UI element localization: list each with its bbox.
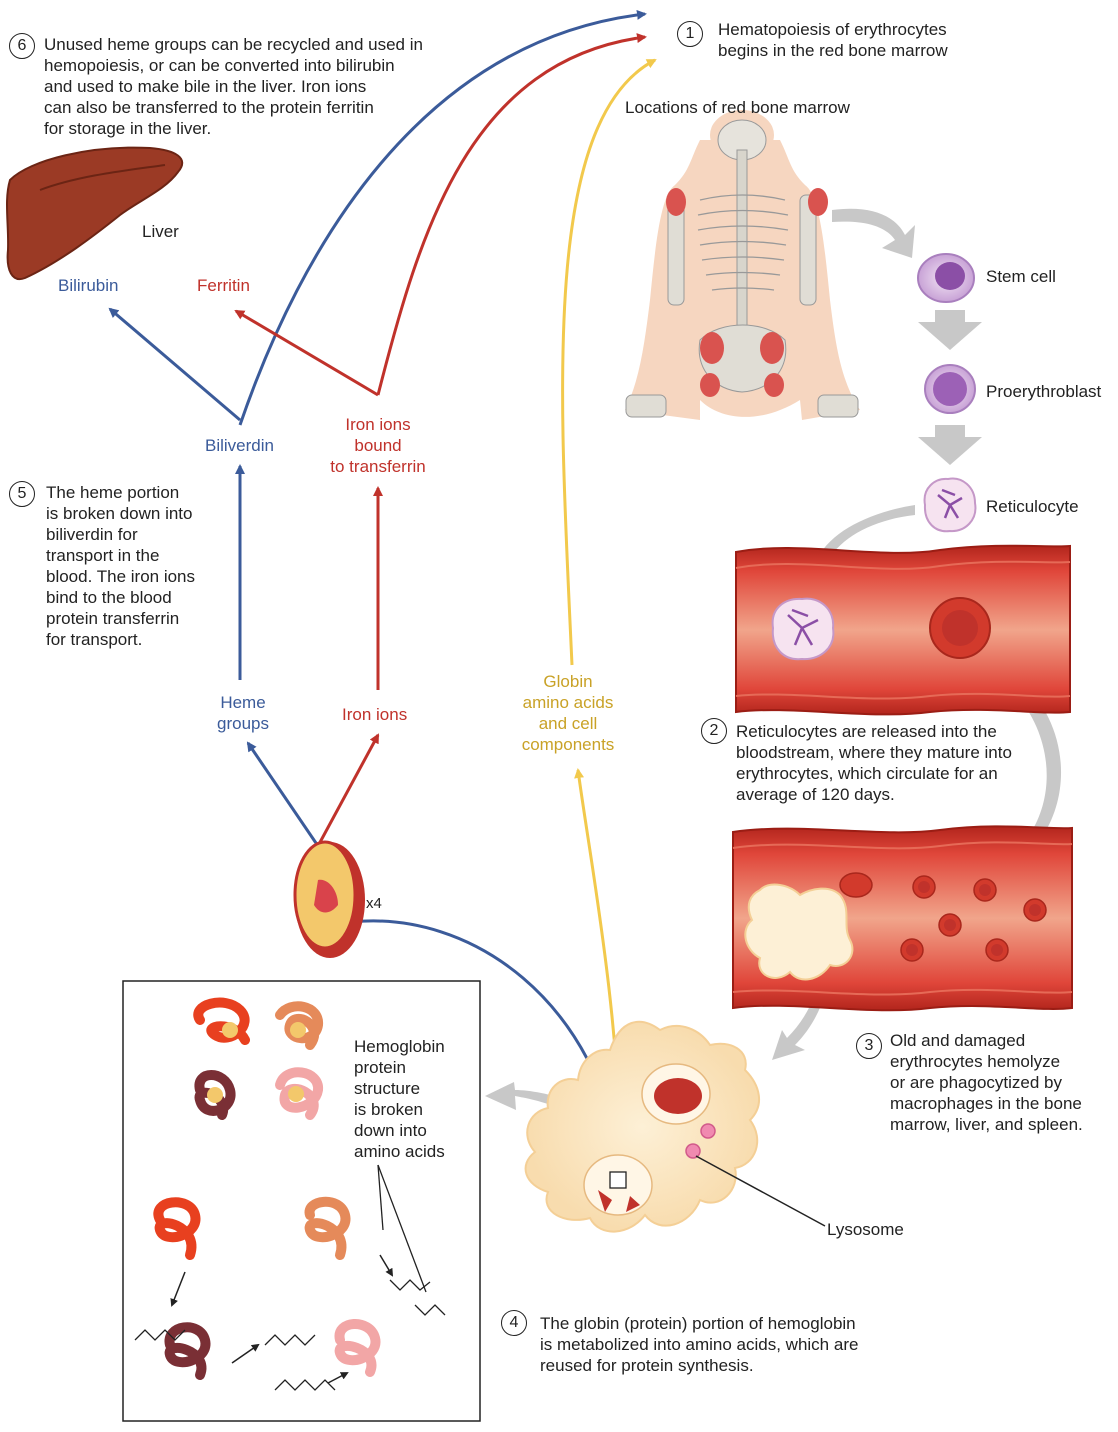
liver-icon	[6, 146, 184, 281]
proerythroblast-label: Proerythroblast	[986, 382, 1102, 401]
step-3-number: 3	[856, 1033, 882, 1059]
hemoglobin-icon	[153, 1196, 381, 1380]
iron-ions-label: Iron ions	[342, 705, 408, 724]
step-1-number: 1	[677, 21, 703, 47]
disc-to-heme-arrow	[246, 741, 320, 847]
macrophage-icon	[524, 1020, 760, 1233]
liver-label: Liver	[142, 222, 179, 241]
erythrocyte-icon	[839, 872, 1047, 962]
heme-recycle-arrow	[238, 9, 647, 426]
ferritin-label: Ferritin	[197, 276, 250, 295]
biliverdin-to-bilirubin-arrow	[108, 307, 241, 422]
biliverdin-label: Biliverdin	[205, 436, 274, 455]
skeleton-icon	[625, 110, 860, 420]
step-6-number: 6	[9, 33, 35, 59]
disc-to-iron-arrow	[316, 733, 380, 847]
hemoglobin-callout-lines	[377, 1164, 427, 1293]
lysosome-label: Lysosome	[827, 1220, 904, 1239]
amino-acid-arrows	[170, 1254, 394, 1384]
step-6-text: Unused heme groups can be recycled and u…	[44, 35, 423, 138]
heme-disc-icon	[293, 840, 365, 958]
macrophage-icon	[744, 883, 854, 981]
stem-cell-label: Stem cell	[986, 267, 1056, 286]
step-2-number: 2	[701, 718, 727, 744]
hemoglobin-icon	[193, 997, 323, 1120]
amino-acid-chain-icon	[134, 1279, 446, 1391]
lysosome-icon	[685, 1123, 716, 1159]
erythrocyte-icon	[929, 597, 991, 659]
step-4-text: The globin (protein) portion of hemoglob…	[540, 1314, 859, 1375]
stem-cell-icon	[917, 253, 975, 303]
globin-recycle-arrow	[561, 58, 657, 666]
step-5-number: 5	[9, 481, 35, 507]
lysosome-pointer	[695, 1155, 826, 1227]
bilirubin-label: Bilirubin	[58, 276, 119, 295]
reticulocyte-icon	[923, 477, 977, 533]
locations-marrow-label: Locations of red bone marrow	[625, 98, 850, 117]
reticulocyte-icon	[771, 597, 835, 661]
reticulocyte-label: Reticulocyte	[986, 497, 1079, 516]
step-4-number: 4	[501, 1310, 527, 1336]
iron-recycle-arrow	[376, 33, 647, 396]
transferrin-to-ferritin-arrow	[234, 309, 379, 397]
blood-vessel-icon	[735, 544, 1071, 716]
x4-label: x4	[366, 895, 382, 912]
proerythroblast-icon	[924, 364, 976, 414]
